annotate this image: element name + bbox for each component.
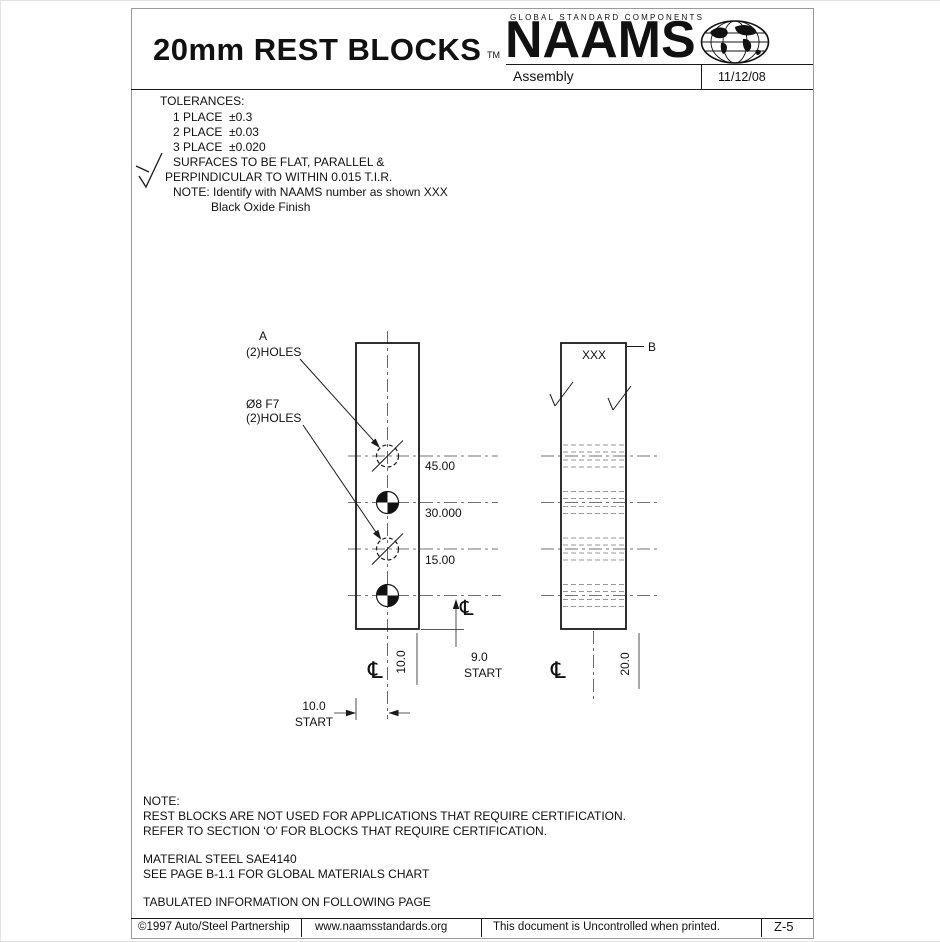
footer-copyright: ©1997 Auto/Steel Partnership: [138, 921, 290, 933]
tolerances-heading: TOLERANCES:: [160, 94, 245, 108]
page-title: 20mm REST BLOCKS: [153, 32, 482, 67]
dim-10-start: START: [295, 715, 334, 729]
identify-note: NOTE: Identify with NAAMS number as show…: [173, 185, 448, 199]
centerline-symbol-front: ℄: [367, 658, 383, 684]
label-diameter-holes: (2)HOLES: [246, 411, 301, 425]
globe-icon: [700, 20, 770, 64]
tolerance-2place: 2 PLACE ±0.03: [173, 125, 259, 139]
surface-finish-mark-right: [607, 385, 632, 411]
footer-uncontrolled-note: This document is Uncontrolled when print…: [493, 921, 720, 933]
dim-20: 20.0: [618, 652, 632, 676]
datum-target-symbol-2: [375, 583, 400, 608]
surface-finish-mark-left: [549, 381, 574, 407]
notes-heading: NOTE:: [143, 794, 180, 808]
date-label: 11/12/08: [718, 70, 766, 84]
notes-line-2: REFER TO SECTION ‘O’ FOR BLOCKS THAT REQ…: [143, 824, 548, 838]
datum-target-symbol-1: [375, 490, 400, 515]
sheet-frame: [131, 8, 814, 939]
label-a: A: [259, 329, 267, 343]
tolerance-3place: 3 PLACE ±0.020: [173, 140, 266, 154]
leader-a: [299, 358, 380, 448]
material-note: MATERIAL STEEL SAE4140: [143, 852, 297, 866]
surface-note-2: PERPINDICULAR TO WITHIN 0.015 T.I.R.: [165, 170, 393, 184]
footer-divider-1: [301, 918, 302, 937]
part-marking: XXX: [582, 348, 606, 362]
hole-target-symbol-2: [371, 533, 404, 565]
centerline-symbol-right: ℄: [459, 596, 474, 620]
surface-note-1: SURFACES TO BE FLAT, PARALLEL &: [173, 155, 385, 169]
divider-brand: [506, 64, 813, 65]
divider-header: [131, 89, 813, 90]
tolerance-1place: 1 PLACE ±0.3: [173, 110, 253, 124]
leader-diameter: [302, 424, 382, 540]
brand-name: NAAMS: [505, 11, 696, 69]
label-b: B: [648, 340, 656, 354]
hidden-hole-lines: [563, 444, 624, 607]
assembly-label: Assembly: [513, 68, 574, 84]
footer-page-ref: Z-5: [774, 919, 794, 934]
divider-footer: [131, 918, 813, 919]
dim-45: 45.00: [425, 459, 455, 473]
hole-target-symbol-1: [371, 440, 404, 472]
technical-drawing: A (2)HOLES Ø8 F7 (2)HOLES 45.00 30.000 1…: [246, 329, 658, 729]
footer-website: www.naamsstandards.org: [315, 921, 448, 933]
materials-chart-note: SEE PAGE B-1.1 FOR GLOBAL MATERIALS CHAR…: [143, 867, 430, 881]
side-view: XXX B: [541, 340, 658, 699]
dim-9-start: START: [464, 666, 503, 680]
surface-finish-icon: [135, 152, 163, 189]
trademark-label: TM: [487, 50, 500, 60]
centerline-symbol-side: ℄: [550, 658, 566, 684]
dim-10-bottom: 10.0: [302, 699, 326, 713]
dim-10-vertical: 10.0: [394, 650, 408, 674]
footer-divider-2: [481, 918, 482, 937]
brand-tagline: GLOBAL STANDARD COMPONENTS: [510, 13, 705, 22]
footer-divider-3: [761, 918, 762, 937]
front-view-centerlines: [348, 331, 501, 719]
notes-line-1: REST BLOCKS ARE NOT USED FOR APPLICATION…: [143, 809, 626, 823]
dim-15: 15.00: [425, 553, 455, 567]
label-a-holes: (2)HOLES: [246, 345, 301, 359]
front-view: [355, 342, 420, 630]
dim-30: 30.000: [425, 506, 462, 520]
label-diameter: Ø8 F7: [246, 397, 280, 411]
divider-title-cell: [701, 64, 702, 89]
tabulated-note: TABULATED INFORMATION ON FOLLOWING PAGE: [143, 895, 431, 909]
dimensions-bottom: 9.0 START 10.0 START 10.0 20.0: [295, 599, 640, 729]
dim-9: 9.0: [471, 650, 488, 664]
finish-note: Black Oxide Finish: [211, 200, 311, 214]
